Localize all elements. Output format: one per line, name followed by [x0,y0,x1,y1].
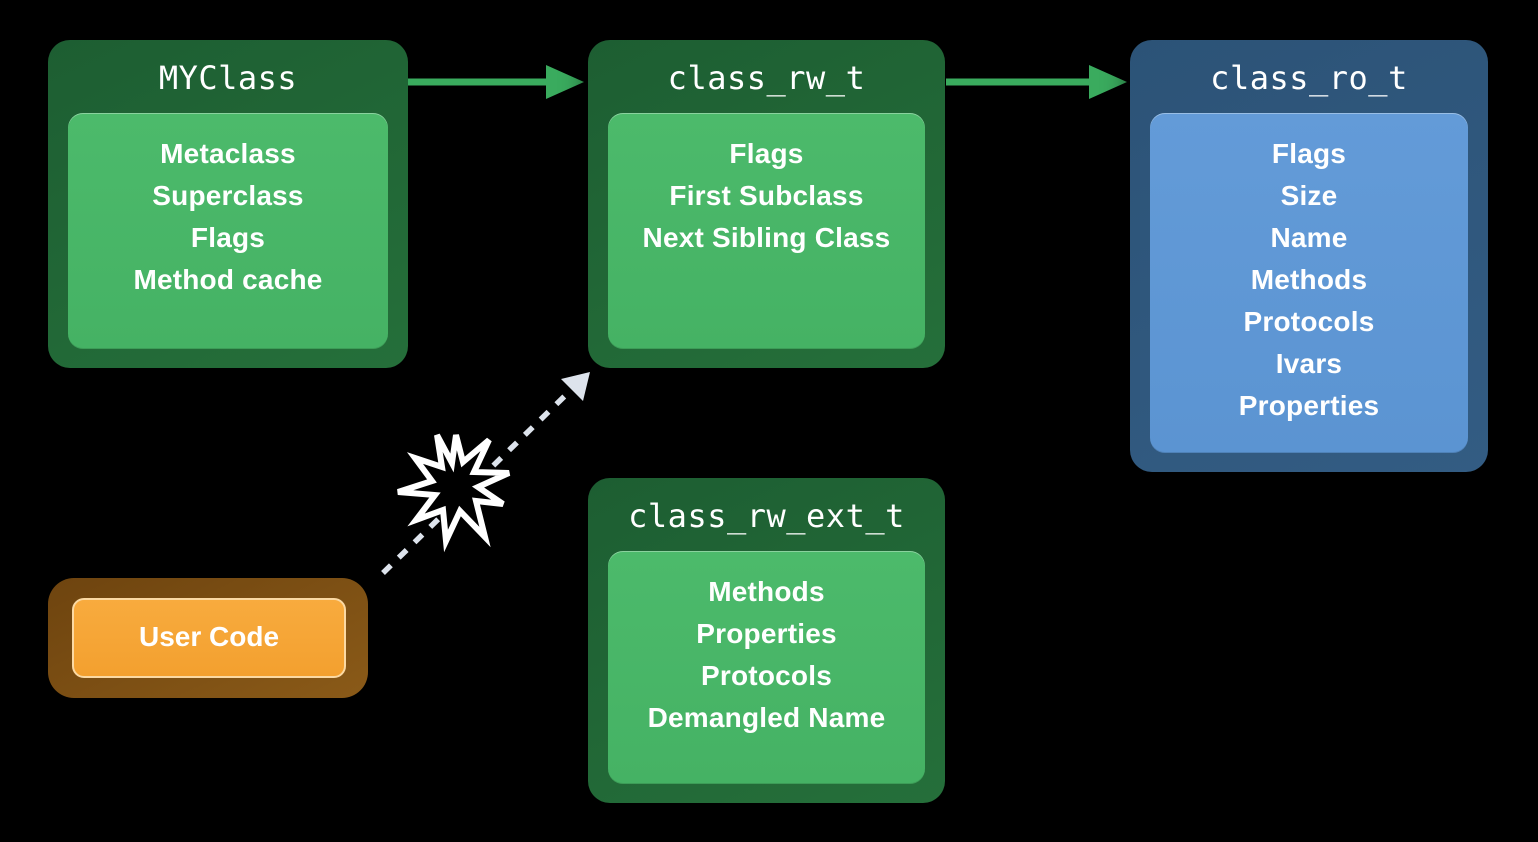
field-item: Protocols [701,660,832,691]
node-user-code-label: User Code [72,598,346,678]
field-item: Flags [190,222,266,253]
field-item: First Subclass [669,180,864,211]
arrow-myclass-to-class-rw-t [408,65,584,99]
field-item: Size [1280,180,1338,211]
node-user-code: User Code [48,578,368,698]
node-class-rw-t-title: class_rw_t [667,59,866,97]
field-item: Next Sibling Class [642,222,891,253]
field-item: Methods [708,576,825,607]
node-class-rw-ext-t-title: class_rw_ext_t [628,497,905,535]
arrow-class-rw-t-to-class-ro-t [946,65,1127,99]
field-item: Properties [1238,390,1380,421]
field-item: Properties [696,618,837,649]
node-class-ro-t-title: class_ro_t [1210,59,1408,97]
field-item: Protocols [1243,306,1375,337]
field-item: Method cache [133,264,323,295]
field-item: Demangled Name [647,702,886,733]
field-item: Metaclass [160,138,296,169]
burst-explosion-icon [397,433,511,553]
field-item: Superclass [152,180,304,211]
node-myclass-title: MYClass [158,59,298,97]
field-item: Flags [729,138,804,169]
field-item: Flags [1271,138,1347,169]
field-item: Ivars [1275,348,1343,379]
field-item: Methods [1250,264,1368,295]
field-item: Name [1270,222,1348,253]
